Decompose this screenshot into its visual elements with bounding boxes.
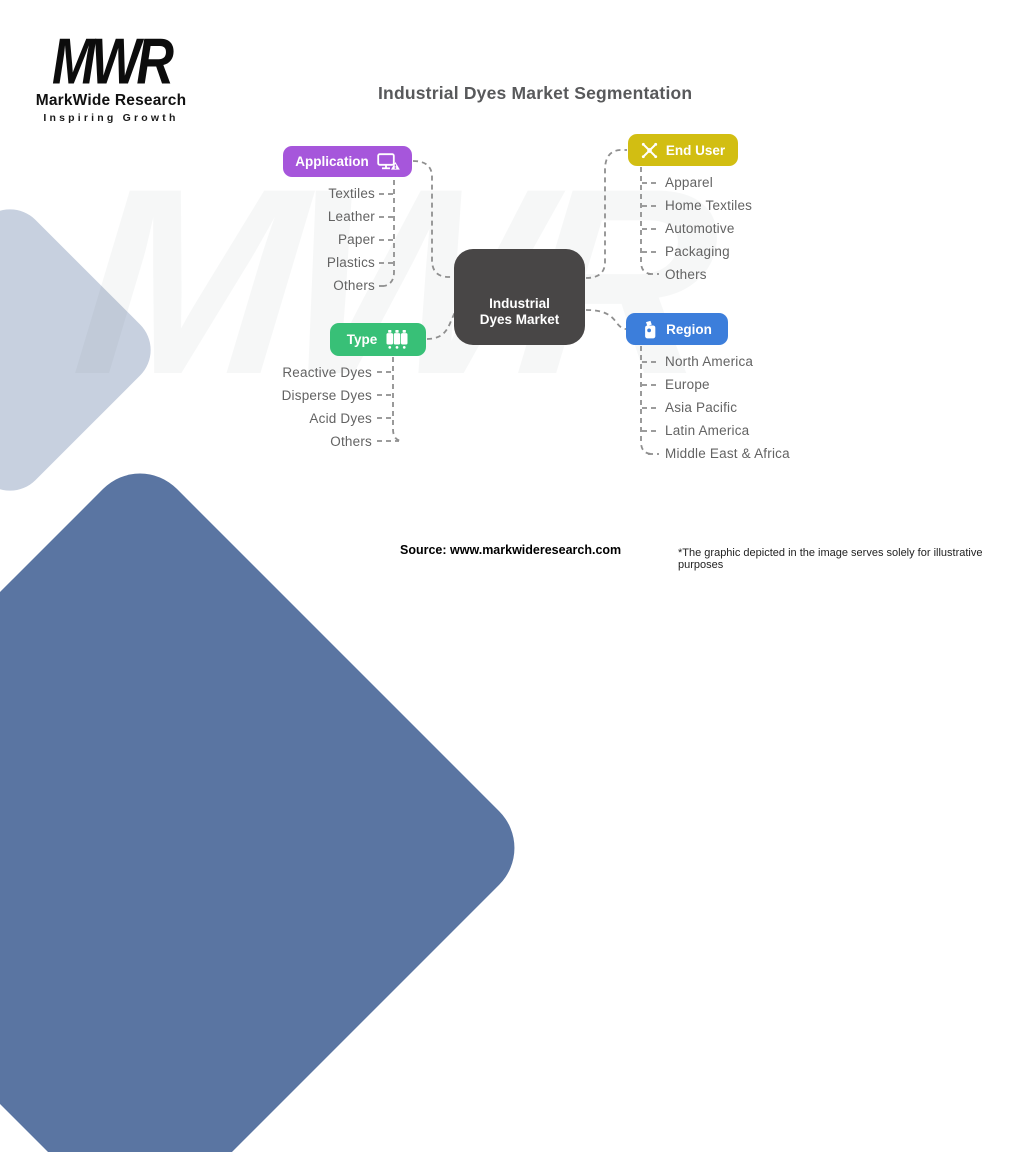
central-node-industrial-dyes-market: Industrial Dyes Market (454, 249, 585, 345)
disclaimer-text: *The graphic depicted in the image serve… (678, 547, 983, 571)
network-hub-icon (641, 142, 658, 159)
branch-items-application: Textiles Leather Paper Plastics Others (327, 182, 375, 297)
branch-items-end-user: Apparel Home Textiles Automotive Packagi… (665, 171, 752, 286)
list-item: Acid Dyes (309, 411, 372, 426)
logo-monogram: MWR (52, 25, 174, 99)
list-item: Textiles (328, 186, 375, 201)
page-title: Industrial Dyes Market Segmentation (378, 83, 693, 103)
list-item: Others (665, 267, 707, 282)
central-node-line2: Dyes Market (479, 311, 560, 327)
list-item: Plastics (326, 255, 375, 270)
logo-tagline: Inspiring Growth (43, 112, 179, 124)
dye-bottles-rack-icon (385, 330, 409, 349)
list-item: Home Textiles (665, 198, 753, 213)
connector-lines (377, 149, 659, 455)
list-item: Others (333, 278, 375, 293)
dye-bottle-icon (642, 320, 658, 339)
markwide-logo: MWR MarkWide Research Inspiring Growth (28, 30, 194, 125)
branch-node-application-label: Application (295, 154, 369, 169)
central-node-line1: Industrial (489, 296, 550, 311)
list-item: Apparel (665, 175, 713, 190)
list-item: Asia Pacific (665, 400, 738, 415)
list-item: Packaging (665, 244, 730, 259)
list-item: Automotive (665, 221, 735, 236)
list-item: North America (665, 354, 754, 369)
list-item: Others (330, 434, 372, 449)
list-item: Reactive Dyes (282, 365, 372, 380)
list-item: Middle East & Africa (665, 446, 790, 461)
branch-node-type-label: Type (346, 332, 378, 347)
list-item: Paper (337, 232, 375, 247)
branch-items-type: Reactive Dyes Disperse Dyes Acid Dyes Ot… (282, 361, 372, 453)
list-item: Europe (665, 377, 710, 392)
branch-node-end-user: End User (628, 134, 738, 166)
branch-items-region: North America Europe Asia Pacific Latin … (665, 350, 790, 465)
source-text: Source: www.markwideresearch.com (400, 543, 622, 557)
monitor-alert-icon (377, 152, 400, 171)
logo-name: MarkWide Research (35, 92, 187, 109)
branch-node-application: Application (283, 146, 412, 177)
branch-node-end-user-label: End User (665, 142, 726, 158)
branch-node-region-label: Region (666, 321, 712, 337)
branch-node-type: Type (330, 323, 426, 356)
list-item: Disperse Dyes (281, 388, 372, 403)
list-item: Latin America (665, 423, 750, 438)
list-item: Leather (327, 209, 375, 224)
branch-node-region: Region (626, 313, 728, 345)
